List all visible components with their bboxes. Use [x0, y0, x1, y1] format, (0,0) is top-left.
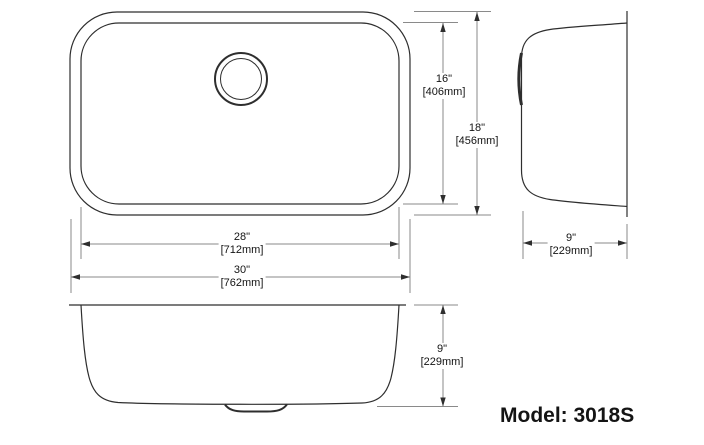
front-view [69, 304, 406, 413]
dim-overall-width-mm: [456mm] [455, 135, 499, 147]
side-view-bowl-profile [520, 22, 628, 208]
arrow-30-left [71, 274, 80, 280]
dim-basin-length-mm: [712mm] [220, 244, 264, 256]
dim-label-depth-front: 9" [229mm] [418, 343, 466, 369]
arrow-side9-right [618, 240, 627, 246]
arrow-18-top [474, 12, 480, 21]
dim-depth-side-inches: 9" [565, 232, 577, 244]
top-view-basin-edge [80, 22, 400, 205]
dim-label-depth-side: 9" [229mm] [547, 232, 595, 258]
dim-depth-side-mm: [229mm] [549, 245, 593, 257]
dim-basin-width-mm: [406mm] [422, 86, 466, 98]
dim-overall-width-inches: 18" [468, 122, 486, 134]
front-view-drain-bump [224, 403, 288, 413]
dim-depth-front-inches: 9" [436, 343, 448, 355]
dim-label-basin-length: 28" [712mm] [218, 231, 266, 257]
arrow-front9-top [440, 305, 446, 314]
model-label: Model: 3018S [500, 404, 635, 427]
dim-basin-length-inches: 28" [233, 231, 251, 243]
dim-overall-length-mm: [762mm] [220, 277, 264, 289]
dim-label-overall-width: 18" [456mm] [453, 122, 501, 148]
arrow-side9-left [523, 240, 532, 246]
arrow-30-right [401, 274, 410, 280]
dimension-lines [70, 11, 628, 407]
dim-label-basin-width: 16" [406mm] [420, 73, 468, 99]
arrow-16-top [440, 23, 446, 32]
arrow-18-bottom [474, 206, 480, 215]
drain-outer-circle [214, 52, 268, 106]
arrow-28-right [390, 241, 399, 247]
top-view [69, 11, 411, 216]
side-view-drain-profile [517, 52, 523, 106]
arrow-16-bottom [440, 195, 446, 204]
top-view-outer-rim [69, 11, 411, 216]
side-view [517, 11, 628, 217]
dim-overall-length-inches: 30" [233, 264, 251, 276]
dim-depth-front-mm: [229mm] [420, 356, 464, 368]
dimension-arrows [71, 12, 627, 407]
dim-basin-width-inches: 16" [435, 73, 453, 85]
arrow-28-left [81, 241, 90, 247]
arrow-front9-bottom [440, 397, 446, 407]
dim-label-overall-length: 30" [762mm] [218, 264, 266, 290]
front-view-bowl-profile [80, 304, 400, 405]
drain-inner-circle [220, 58, 262, 100]
